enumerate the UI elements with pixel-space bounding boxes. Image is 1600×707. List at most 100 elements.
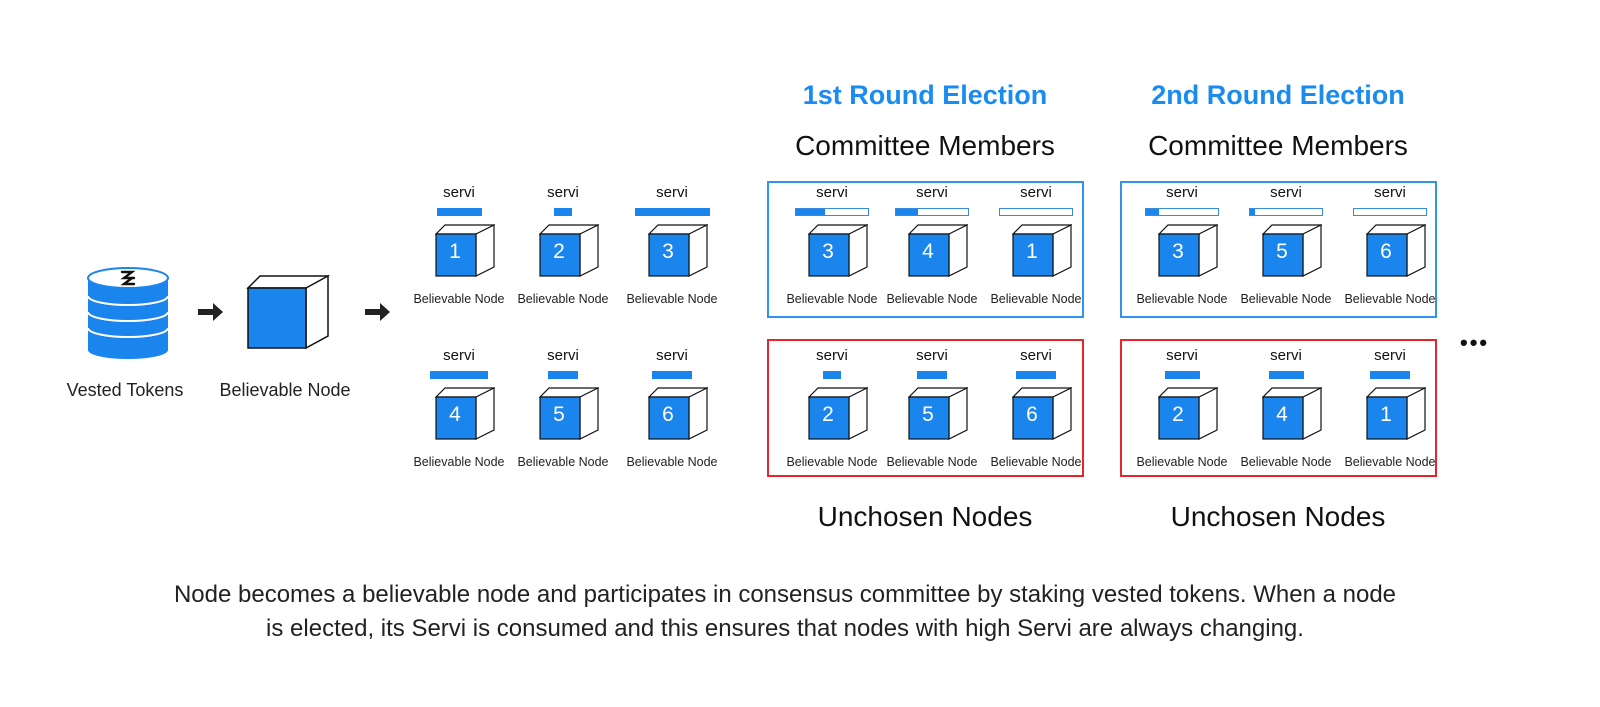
node-label: Believable Node (626, 292, 718, 306)
servi-label: servi (1020, 184, 1052, 201)
node-cube-icon (647, 224, 709, 283)
servi-bar (999, 208, 1073, 216)
node-label: Believable Node (786, 455, 878, 469)
node-number: 4 (922, 240, 934, 263)
servi-label: servi (1374, 184, 1406, 201)
node-label: Believable Node (1240, 455, 1332, 469)
node-label: Believable Node (413, 292, 505, 306)
servi-bar (895, 208, 969, 216)
servi-bar (1268, 371, 1304, 379)
servi-label: servi (916, 347, 948, 364)
servi-label: servi (1270, 184, 1302, 201)
node-cube-icon (647, 387, 709, 446)
node-cube-icon (434, 387, 496, 446)
servi-label: servi (816, 347, 848, 364)
servi-bar (1016, 371, 1056, 379)
node-label: Believable Node (1136, 455, 1228, 469)
node-label: Believable Node (626, 455, 718, 469)
servi-bar (1370, 371, 1410, 379)
believable-node-cube-icon (246, 274, 330, 350)
node-label: Believable Node (886, 455, 978, 469)
node-number: 4 (1276, 403, 1288, 426)
node-number: 3 (1172, 240, 1184, 263)
node-label: Believable Node (990, 292, 1082, 306)
believable-node-caption: Believable Node (219, 380, 351, 400)
servi-label: servi (1020, 347, 1052, 364)
servi-label: servi (656, 184, 688, 201)
node-cube-icon (538, 387, 600, 446)
servi-label: servi (656, 347, 688, 364)
arrow-right-icon (198, 302, 224, 327)
node-label: Believable Node (517, 292, 609, 306)
servi-bar (1353, 208, 1427, 216)
node-cube-icon (1365, 224, 1427, 283)
servi-bar (652, 371, 692, 379)
servi-bar (823, 371, 841, 379)
round1-unchosen-label: Unchosen Nodes (817, 501, 1033, 532)
token-logo-icon (120, 270, 136, 286)
node-cube-icon (807, 224, 869, 283)
arrow-right-icon (365, 302, 391, 327)
servi-label: servi (1166, 184, 1198, 201)
node-cube-icon (907, 224, 969, 283)
node-number: 4 (449, 403, 461, 426)
node-cube-icon (1261, 387, 1323, 446)
node-number: 6 (662, 403, 674, 426)
node-cube-icon (1157, 224, 1219, 283)
node-number: 5 (553, 403, 565, 426)
node-label: Believable Node (517, 455, 609, 469)
servi-label: servi (1374, 347, 1406, 364)
node-label: Believable Node (786, 292, 878, 306)
servi-bar (1249, 208, 1323, 216)
node-label: Believable Node (1344, 455, 1436, 469)
node-cube-icon (1261, 224, 1323, 283)
node-number: 1 (449, 240, 461, 263)
servi-bar (1164, 371, 1200, 379)
description: Node becomes a believable node and parti… (0, 578, 1570, 646)
servi-bar (554, 208, 572, 216)
node-cube-icon (434, 224, 496, 283)
servi-bar (917, 371, 947, 379)
node-number: 5 (922, 403, 934, 426)
servi-label: servi (816, 184, 848, 201)
node-label: Believable Node (990, 455, 1082, 469)
round2-unchosen-label: Unchosen Nodes (1170, 501, 1386, 532)
node-number: 1 (1026, 240, 1038, 263)
servi-label: servi (443, 347, 475, 364)
node-cube-icon (807, 387, 869, 446)
servi-label: servi (443, 184, 475, 201)
more-rounds-ellipsis: ••• (1460, 330, 1490, 355)
node-cube-icon (1365, 387, 1427, 446)
node-cube-icon (1157, 387, 1219, 446)
round1-committee-label: Committee Members (795, 130, 1055, 161)
round1-title: 1st Round Election (802, 80, 1048, 110)
servi-bar (795, 208, 869, 216)
node-label: Believable Node (413, 455, 505, 469)
round2-title: 2nd Round Election (1151, 80, 1405, 110)
servi-bar (634, 208, 710, 216)
servi-bar (430, 371, 488, 379)
node-cube-icon (538, 224, 600, 283)
servi-label: servi (1270, 347, 1302, 364)
servi-label: servi (1166, 347, 1198, 364)
node-number: 2 (553, 240, 565, 263)
round2-committee-label: Committee Members (1148, 130, 1408, 161)
node-number: 3 (662, 240, 674, 263)
node-label: Believable Node (1136, 292, 1228, 306)
round2-committee-box (1120, 181, 1437, 318)
